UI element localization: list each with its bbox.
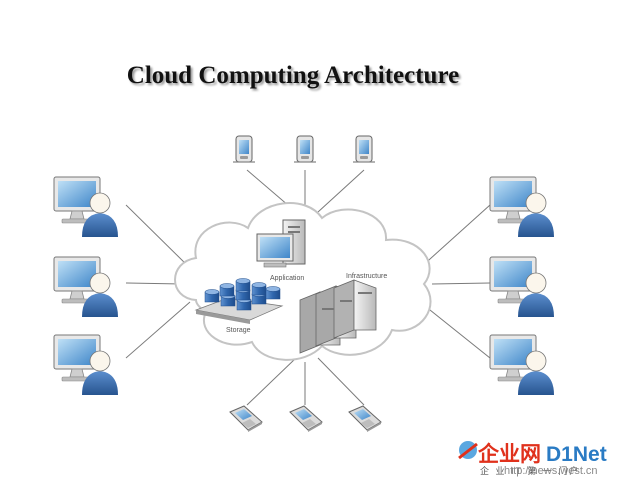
pda-device-icon-right bbox=[352, 135, 376, 163]
application-server-icon bbox=[256, 219, 306, 268]
line-bottom-right bbox=[317, 357, 365, 406]
line-left-bottom bbox=[125, 301, 191, 359]
user-workstation-icon-left-top bbox=[53, 176, 119, 238]
pda-device-icon-center bbox=[293, 135, 317, 163]
line-right-middle bbox=[431, 282, 491, 285]
mobile-phone-icon-right bbox=[348, 405, 382, 433]
watermark-logo-icon bbox=[458, 441, 478, 460]
line-left-top bbox=[125, 204, 191, 269]
mobile-phone-icon-center bbox=[289, 405, 323, 433]
infrastructure-label: Infrastructure bbox=[346, 273, 387, 280]
watermark-tagline: 企 业 IT 第 一 门户 bbox=[480, 465, 580, 476]
storage-label: Storage bbox=[226, 327, 251, 334]
connection-lines bbox=[125, 169, 491, 406]
application-label: Application bbox=[270, 275, 304, 282]
line-top-right bbox=[317, 169, 365, 213]
watermark-brand-cn: 企业网 bbox=[477, 442, 541, 466]
storage-database-icon bbox=[194, 278, 284, 324]
infrastructure-servers-icon bbox=[299, 279, 377, 354]
user-workstation-icon-left-middle bbox=[53, 256, 119, 318]
line-right-top bbox=[419, 204, 491, 269]
line-right-bottom bbox=[419, 301, 491, 359]
mobile-phone-icon-left bbox=[229, 405, 263, 433]
page-title: Cloud Computing Architecture bbox=[126, 62, 460, 89]
watermark-url: http://news.west.cn bbox=[504, 465, 598, 477]
user-workstation-icon-right-bottom bbox=[489, 334, 555, 396]
watermark: 企业网 D1Net 企 业 IT 第 一 门户 http://news.west… bbox=[458, 441, 607, 477]
pda-device-icon-left bbox=[232, 135, 256, 163]
user-workstation-icon-right-middle bbox=[489, 256, 555, 318]
user-workstation-icon-right-top bbox=[489, 176, 555, 238]
line-bottom-left bbox=[246, 357, 297, 406]
line-left-middle bbox=[125, 282, 183, 285]
user-workstation-icon-left-bottom bbox=[53, 334, 119, 396]
watermark-brand-en: D1Net bbox=[546, 443, 607, 466]
